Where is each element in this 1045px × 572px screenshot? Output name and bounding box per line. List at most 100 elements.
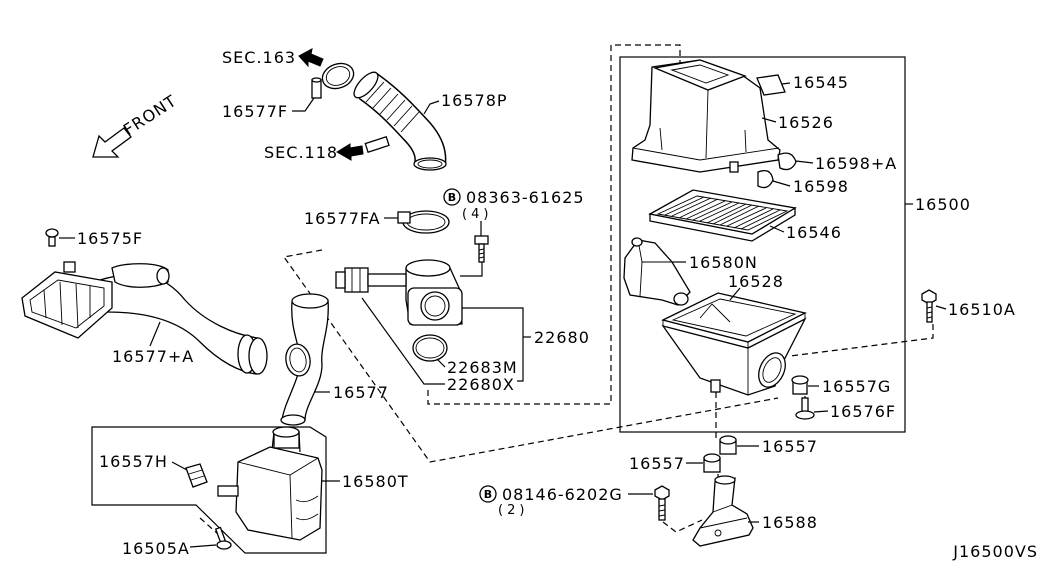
bolt-16505a-head [216, 540, 232, 550]
part-label-16598: 16598 [793, 177, 849, 196]
part-label-16577f: 16577F [222, 102, 288, 121]
air-inlet-grille-line [43, 289, 47, 319]
air-inlet-duct-horn-end [156, 267, 170, 285]
bolt-08146-dashed-line [662, 519, 703, 533]
bolt-08146-head [654, 485, 670, 501]
filter-pleat-line [712, 204, 753, 225]
air-cleaner-cover-inlet-opening [670, 64, 730, 84]
air-cleaner-lower-case-outlet [758, 352, 786, 388]
leader-16546 [769, 225, 785, 233]
air-cleaner-lower-case-rim-inner [671, 298, 797, 337]
resonator-rib [295, 495, 319, 503]
filter-pleat-line [726, 207, 767, 227]
part-label-16580t: 16580T [342, 472, 409, 491]
clip-16575f-stem [48, 236, 56, 247]
hose-16578p-inlet [353, 71, 379, 99]
part-label-16500: 16500 [915, 195, 971, 214]
air-hose-16577-outlet [280, 414, 306, 426]
hose-bellows-ridge [379, 93, 399, 115]
leader-16510a [935, 305, 947, 310]
filter-pleat-line [699, 202, 740, 222]
part-label-16528: 16528 [728, 272, 784, 291]
bolt-symbol-letter: B [484, 488, 492, 501]
leader-16545 [781, 82, 791, 85]
bolt-08363-thread [478, 256, 485, 259]
air-cleaner-lower-case-mount-pin [710, 379, 721, 393]
part-label-22683m: 22683M [447, 358, 518, 377]
leader-16557h [171, 461, 188, 471]
bolt-08363-thread [478, 248, 485, 251]
resonator-16580n-mount [631, 237, 643, 247]
resonator-group-box [91, 426, 327, 554]
filter-pleat-line [685, 200, 726, 220]
air-cleaner-cover-rib [659, 127, 663, 151]
part-label-16545: 16545 [793, 73, 849, 92]
hose-bellows-ridge [372, 87, 392, 109]
section-118-arrow-icon [336, 143, 364, 161]
bracket-16588-edge [699, 517, 748, 529]
air-cleaner-inner-seat [699, 303, 731, 323]
section-ref-163: SEC.163 [222, 48, 296, 67]
air-hose-16577-inlet [291, 293, 329, 309]
bolt-16510a-head [921, 289, 937, 305]
grommet-16557-lower-top [703, 453, 721, 463]
leader-22680-bracket [462, 307, 524, 382]
clamp-16577f-outer [321, 62, 355, 90]
part-label-16546: 16546 [786, 223, 842, 242]
filter-pleat-line [671, 197, 712, 217]
clip-16575f-head [45, 228, 59, 238]
air-cleaner-cover-flange [632, 147, 780, 161]
filter-pleat-line [692, 201, 733, 221]
hose-bellows-ridge [386, 99, 406, 121]
grommet-16557h-rib [190, 475, 205, 481]
air-cleaner-cover-latch [729, 161, 739, 173]
hose-16577f-fitting [311, 79, 322, 99]
part-label-16575f: 16575F [77, 229, 143, 248]
leader-16598a [795, 160, 814, 164]
air-cleaner-cover-rib [705, 89, 709, 159]
hose-16578p-outlet-inner [417, 159, 443, 169]
grommet-16557g-top [791, 375, 809, 385]
bolt-number-08146: 08146-6202G [502, 485, 623, 504]
part-label-16510a: 16510A [948, 300, 1016, 319]
filter-pleat-line [733, 208, 774, 229]
air-inlet-duct-outlet [248, 337, 268, 375]
resonator-16580n-outlet [673, 292, 689, 306]
leader-16578p [423, 100, 440, 115]
leader-08363-to-maf [460, 262, 483, 277]
leader-22683m [436, 358, 446, 368]
air-inlet-duct-horn [111, 263, 169, 288]
o-ring-22683m-inner [415, 337, 445, 359]
air-inlet-duct-mouth [21, 271, 113, 339]
clamp-16577fa-screw [397, 211, 411, 224]
leader-16526 [761, 117, 777, 123]
label-tape-16545 [756, 74, 786, 96]
leader-16576f [813, 410, 829, 413]
resonator-16580t-body [235, 446, 323, 541]
air-inlet-grille-line [75, 283, 79, 329]
bracket-16588-hole [714, 529, 722, 537]
leader-16598 [772, 180, 791, 187]
maf-sensor-connector [344, 267, 369, 293]
bolt-16510a-thread [926, 316, 933, 319]
part-label-22680: 22680 [534, 328, 590, 347]
air-cleaner-assembly-box [619, 56, 906, 433]
maf-sensor-connector-neck [367, 273, 407, 287]
clip-16598a [777, 152, 797, 171]
leader-16577f [292, 97, 315, 112]
bolt-16576f-head [795, 410, 815, 420]
pcv-hose-nipple [364, 135, 390, 153]
air-cleaner-cover-inlet [652, 59, 747, 91]
resonator-front-corner [289, 474, 293, 539]
part-label-16526: 16526 [778, 113, 834, 132]
bolt-16510a-thread [926, 306, 933, 309]
maf-sensor-outlet-inner [424, 295, 446, 317]
clip-16598 [757, 169, 774, 189]
part-label-16557g: 16557G [822, 377, 891, 396]
leader-22680x [361, 297, 445, 385]
part-label-16505a: 16505A [122, 539, 190, 558]
front-direction-label: FRONT [120, 91, 180, 139]
filter-pleat-line [664, 196, 705, 216]
maf-to-air-cleaner-dashed-line [427, 44, 681, 405]
